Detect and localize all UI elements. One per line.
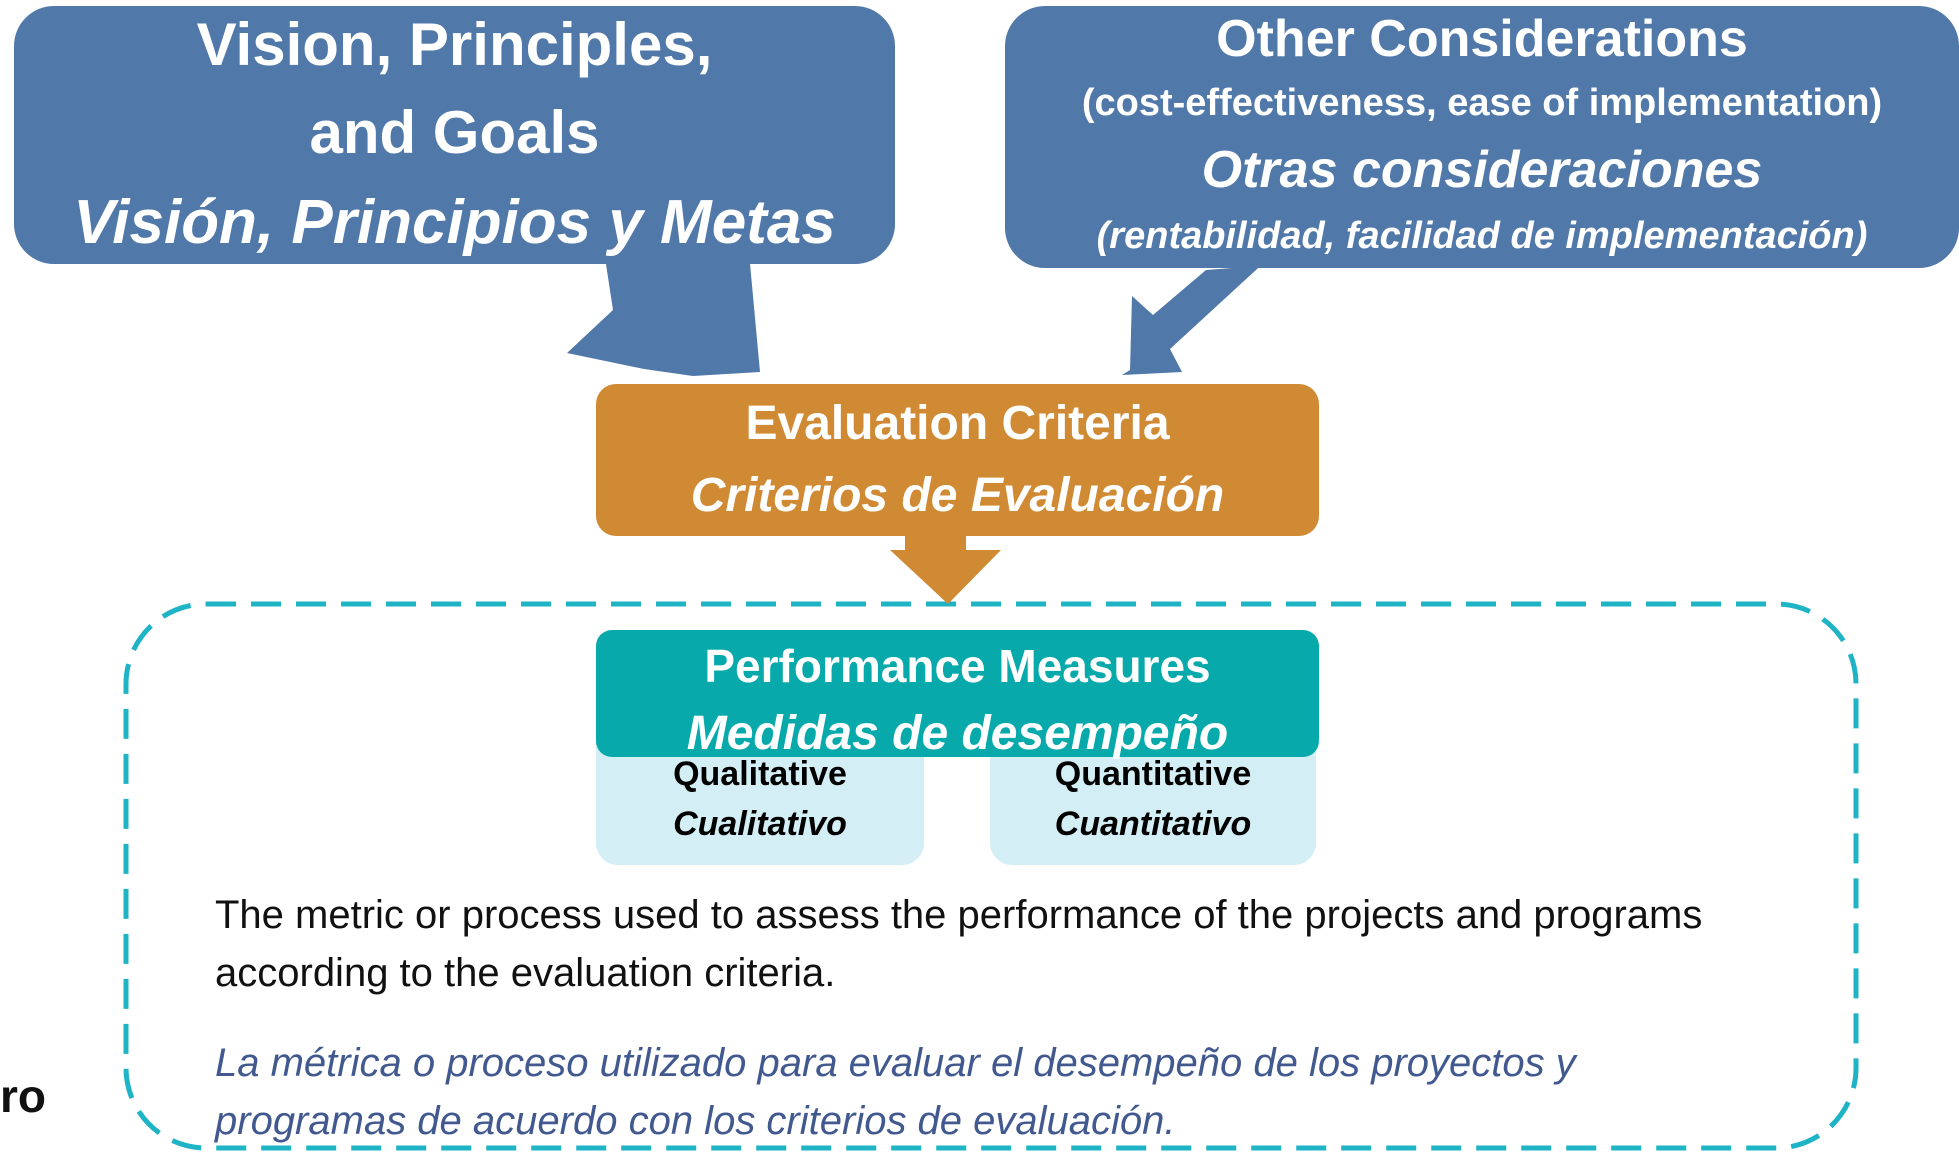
vision-principles-goals-box: Vision, Principles, and Goals Visión, Pr… [14,6,895,264]
performance-title-spanish: Medidas de desempeño [686,707,1229,760]
arrow-other-to-criteria [1122,258,1269,375]
other-title: Other Considerations [1216,10,1748,68]
dashed-container [123,601,1859,1151]
qualitative-label: Qualitative [673,755,847,793]
other-title-spanish: Otras consideraciones [1201,141,1763,199]
vision-title-line1: Vision, Principles, [196,11,713,78]
logo-fragment: ro [0,1070,46,1122]
vision-title-line2: and Goals [309,99,600,166]
quantitative-label-spanish: Cuantitativo [1054,805,1252,843]
other-subtitle-spanish: (rentabilidad, facilidad de implementaci… [1096,215,1868,257]
quantitative-label: Quantitative [1054,755,1252,793]
arrow-criteria-to-performance [890,533,1001,604]
description-spanish: La métrica o proceso utilizado para eval… [215,1041,1576,1143]
qualitative-label-spanish: Cualitativo [673,805,847,843]
criteria-title: Evaluation Criteria [745,397,1170,450]
vision-title-spanish: Visión, Principios y Metas [73,188,836,257]
other-subtitle: (cost-effectiveness, ease of implementat… [1081,82,1883,124]
performance-title: Performance Measures [704,640,1211,692]
other-considerations-box: Other Considerations (cost-effectiveness… [1005,6,1959,268]
description-english: The metric or process used to assess the… [215,893,1703,995]
criteria-title-spanish: Criterios de Evaluación [690,469,1225,522]
evaluation-criteria-box: Evaluation Criteria Criterios de Evaluac… [596,384,1319,536]
performance-measures-box: Performance Measures Medidas de desempeñ… [596,630,1319,760]
